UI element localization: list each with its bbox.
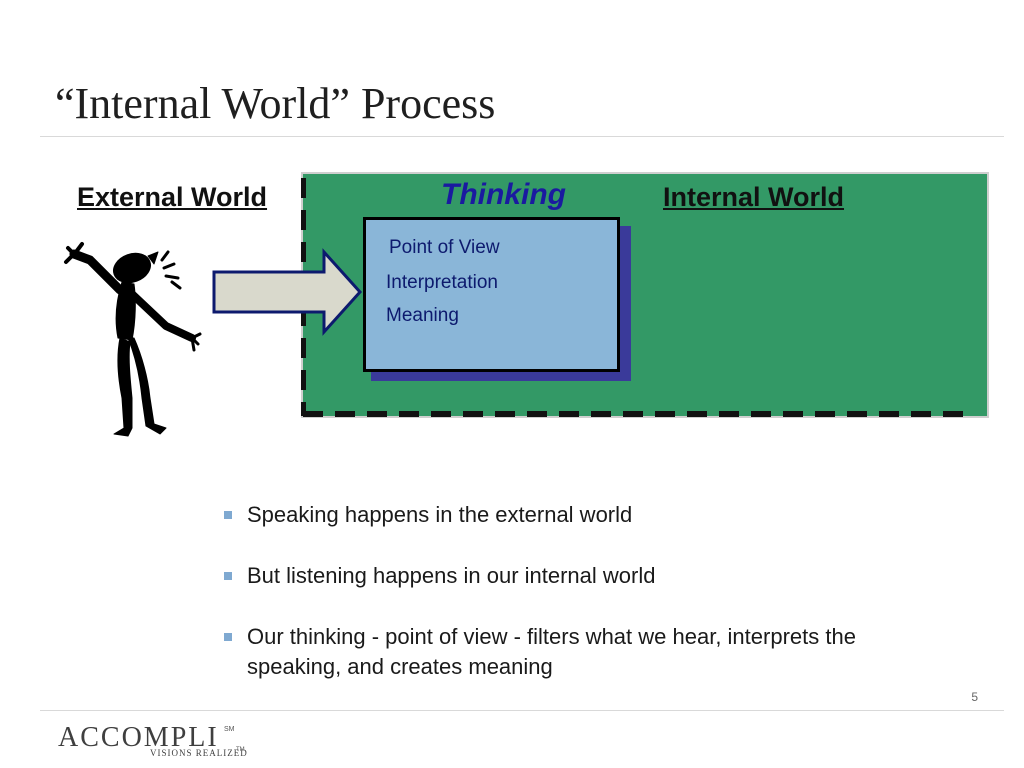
thinking-box: Point of View Interpretation Meaning	[363, 217, 620, 372]
thinking-item-point-of-view: Point of View	[389, 237, 500, 258]
bullet-item: Our thinking - point of view - filters w…	[220, 622, 947, 682]
logo-tagline: VISIONS REALIZED	[150, 748, 248, 758]
square-bullet-icon	[224, 633, 232, 641]
bullet-text: Speaking happens in the external world	[247, 502, 633, 527]
thinking-item-interpretation: Interpretation	[386, 272, 498, 293]
square-bullet-icon	[224, 572, 232, 580]
thinking-item-meaning: Meaning	[386, 305, 459, 326]
thinking-label: Thinking	[441, 178, 566, 211]
external-world-label: External World	[77, 182, 268, 212]
bullet-text: But listening happens in our internal wo…	[247, 563, 656, 588]
page-number: 5	[971, 690, 978, 704]
logo-service-mark: SM	[224, 726, 235, 733]
right-arrow-icon	[212, 248, 363, 336]
accompli-logo: ACCOMPLI SM VISIONS REALIZED TM	[58, 722, 258, 762]
slide-title: “Internal World” Process	[55, 79, 496, 128]
title-divider	[40, 136, 1004, 137]
bullet-item: Speaking happens in the external world	[220, 500, 632, 530]
bullet-item: But listening happens in our internal wo…	[220, 561, 655, 591]
dashed-border	[301, 178, 969, 417]
internal-world-label: Internal World	[663, 182, 845, 212]
logo-name: ACCOMPLI	[58, 722, 219, 753]
bullet-text: Our thinking - point of view - filters w…	[247, 624, 856, 679]
logo-trademark: TM	[236, 747, 245, 753]
square-bullet-icon	[224, 511, 232, 519]
footer-divider	[40, 710, 1004, 711]
shouting-person-icon	[64, 242, 202, 437]
